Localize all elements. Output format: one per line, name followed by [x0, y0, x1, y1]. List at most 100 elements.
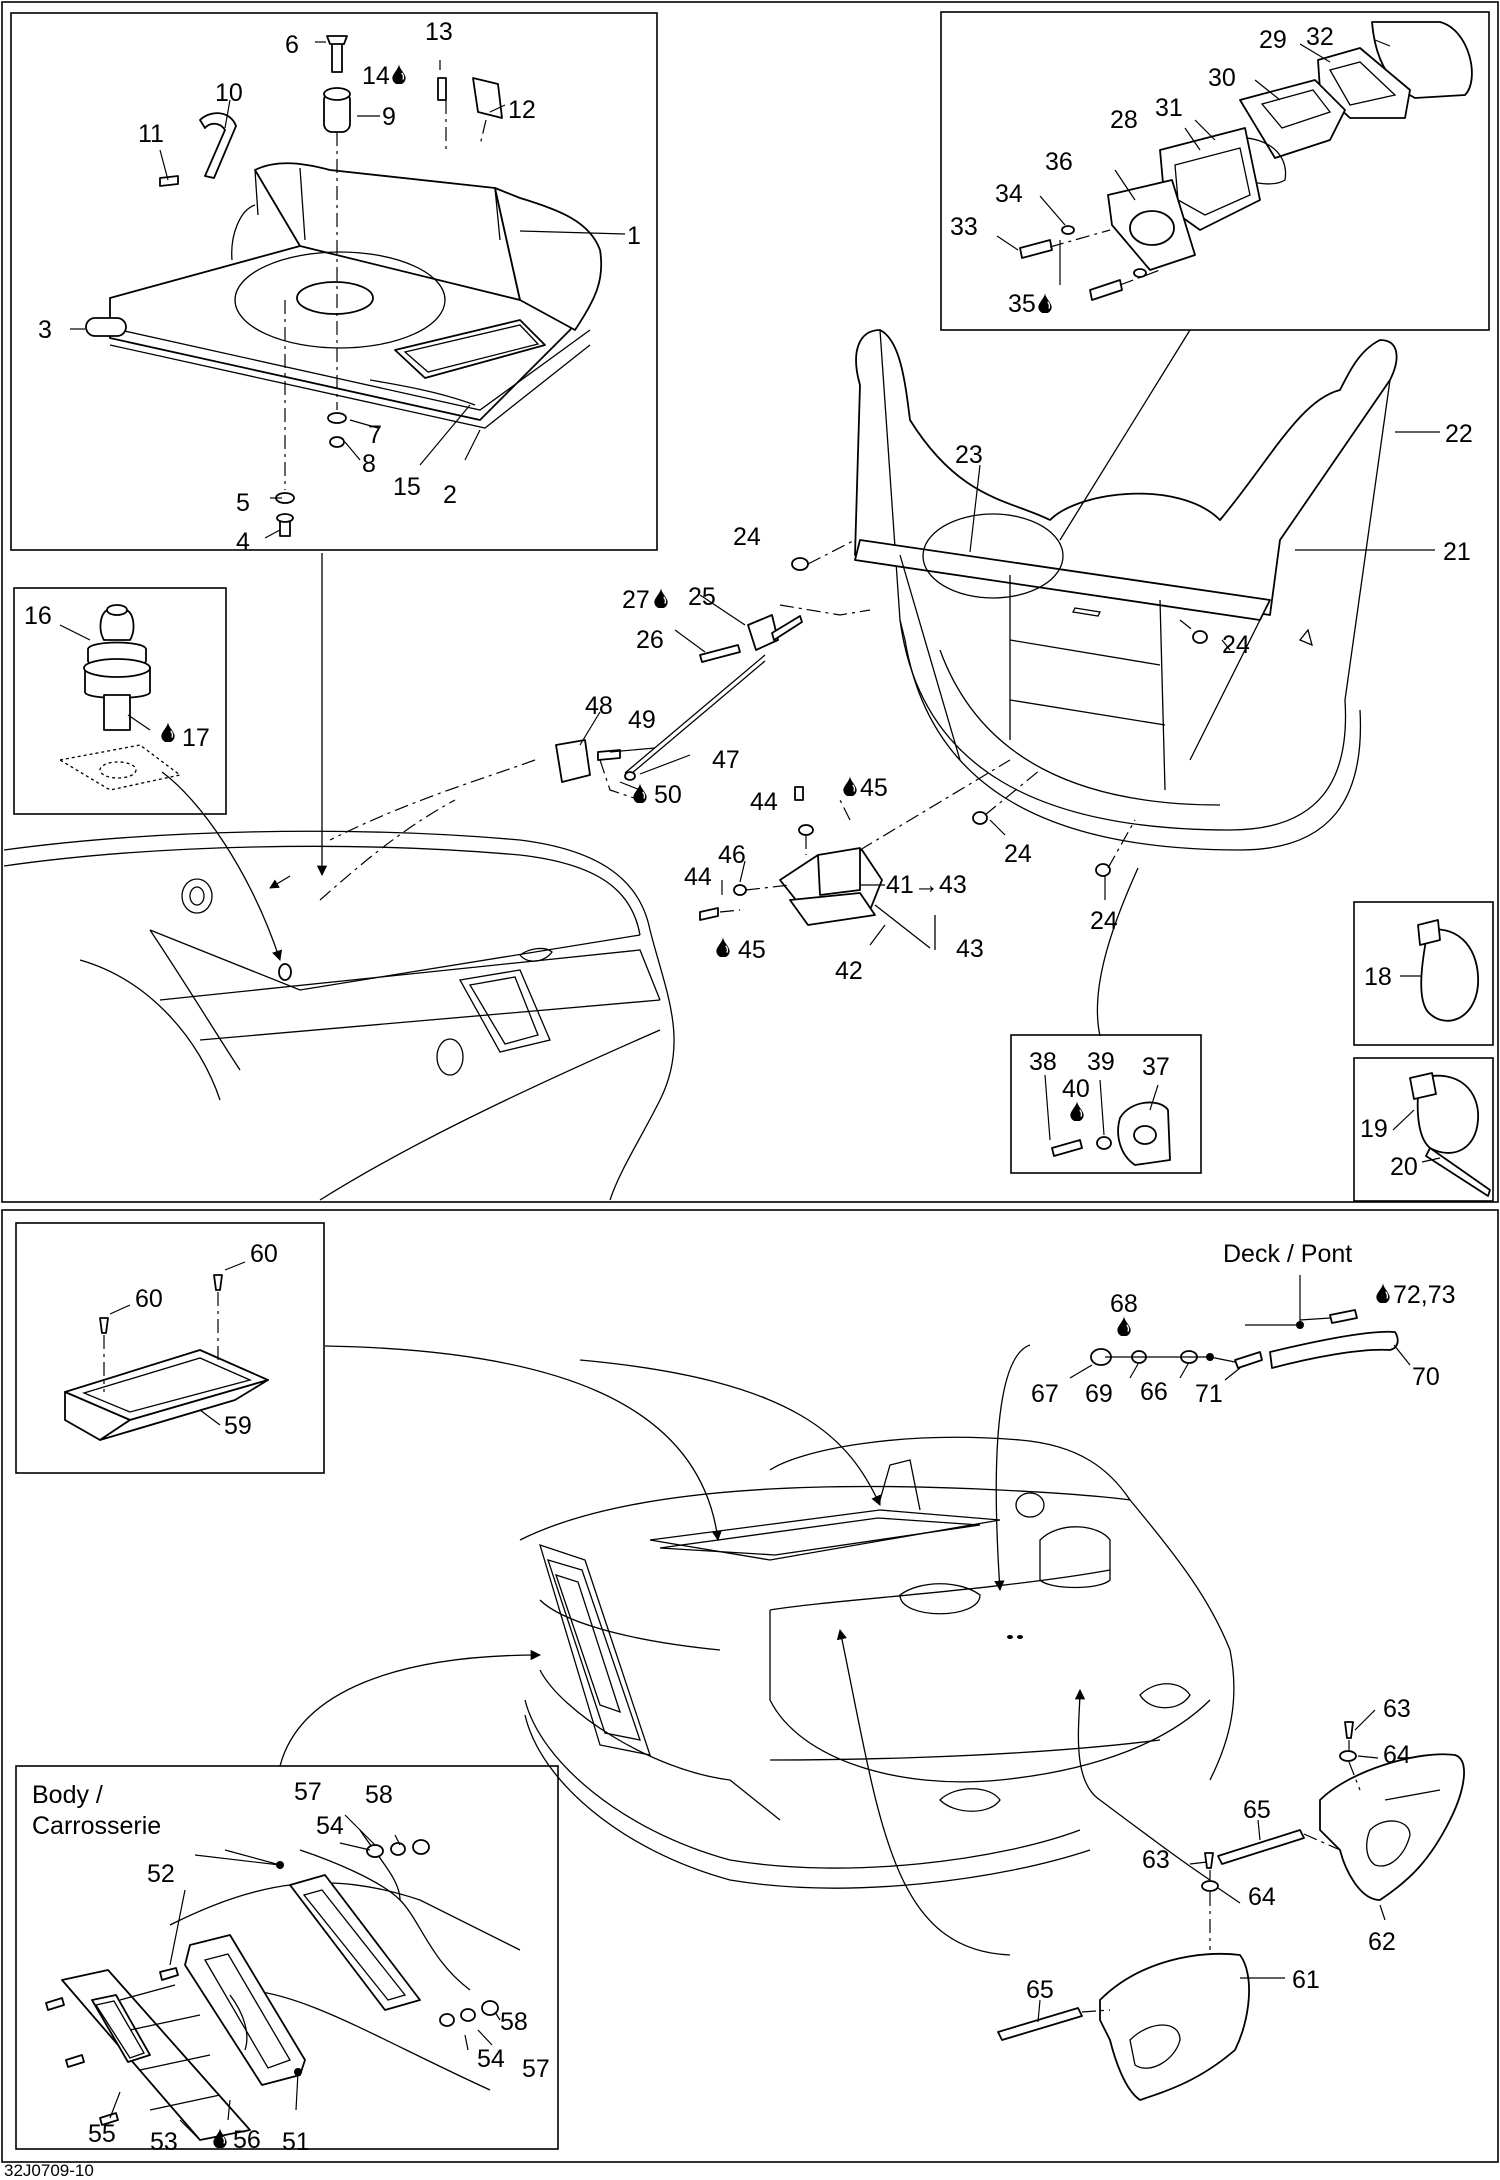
label-16: 16 [24, 602, 52, 630]
label-54b: 54 [477, 2045, 505, 2073]
seat-base-hardware [85, 35, 503, 537]
label-69: 69 [1085, 1380, 1113, 1408]
label-5: 5 [236, 489, 250, 517]
label-72-73: 72,73 [1393, 1281, 1456, 1309]
label-61: 61 [1292, 1966, 1320, 1994]
label-32: 32 [1306, 23, 1334, 51]
label-3: 3 [38, 316, 52, 344]
label-71: 71 [1195, 1380, 1223, 1408]
label-67: 67 [1031, 1380, 1059, 1408]
oil-drop-icon-35 [1038, 293, 1052, 313]
label-59: 59 [224, 1412, 252, 1440]
oil-drop-icon-40 [1070, 1101, 1084, 1121]
storage-bin-leaders [807, 431, 1440, 900]
label-14: 14 [362, 62, 390, 90]
drawing-code: 32J0709-10 [4, 2161, 94, 2180]
deck-label: Deck / Pont [1223, 1240, 1352, 1268]
cable-tie-18 [1400, 919, 1479, 1022]
label-57b: 57 [522, 2055, 550, 2083]
label-13: 13 [425, 18, 453, 46]
frame-cable-tie-18 [1353, 901, 1494, 1046]
frame-seat-base [10, 12, 658, 551]
label-46: 46 [718, 841, 746, 869]
label-47: 47 [712, 746, 740, 774]
label-44b: 44 [684, 863, 712, 891]
frame-handle-assembly [940, 11, 1490, 331]
label-11: 11 [138, 120, 164, 148]
seat-base-tray [109, 162, 603, 429]
label-8: 8 [362, 450, 376, 478]
cable-tie-19 [1392, 1072, 1491, 1197]
label-38: 38 [1029, 1048, 1057, 1076]
oil-drop-icon-17 [161, 722, 175, 742]
label-24b: 24 [1222, 631, 1250, 659]
label-49: 49 [628, 706, 656, 734]
label-30: 30 [1208, 64, 1236, 92]
oil-drop-icon-72-73 [1376, 1283, 1390, 1303]
label-63b: 63 [1142, 1846, 1170, 1874]
frame-bumper-detail [13, 587, 227, 815]
label-64b: 64 [1248, 1883, 1276, 1911]
label-28: 28 [1110, 106, 1138, 134]
oil-drop-icon-45a [843, 776, 857, 796]
label-33: 33 [950, 213, 978, 241]
hinge-leaders [329, 594, 1011, 946]
label-19: 19 [1360, 1115, 1388, 1143]
hinge-numbers: 25 26 27 48 49 50 47 44 45 46 44 45 41 →… [585, 583, 984, 985]
label-58b: 58 [500, 2008, 528, 2036]
label-2: 2 [443, 481, 457, 509]
label-25: 25 [688, 583, 716, 611]
label-62: 62 [1368, 1928, 1396, 1956]
label-6: 6 [285, 31, 299, 59]
label-39: 39 [1087, 1048, 1115, 1076]
handle-assembly-parts [1019, 21, 1473, 301]
label-17: 17 [182, 724, 210, 752]
label-29: 29 [1259, 26, 1287, 54]
oil-drop-icon-27 [654, 588, 668, 608]
frame-body-vent [15, 1765, 559, 2150]
frame-cable-tie-19 [1353, 1057, 1494, 1202]
label-51: 51 [282, 2128, 310, 2156]
storage-bin-hardware [791, 557, 1208, 877]
label-68: 68 [1110, 1290, 1138, 1318]
hinge-and-strut [555, 614, 936, 950]
label-55: 55 [88, 2120, 116, 2148]
hull-rear-leaders [279, 1344, 1211, 1956]
label-44a: 44 [750, 788, 778, 816]
label-36: 36 [1045, 148, 1073, 176]
seat-base-leaders [70, 41, 626, 539]
side-vent-leaders [1037, 1709, 1386, 2023]
body-label: Body / [32, 1781, 103, 1809]
label-4: 4 [236, 528, 250, 556]
label-35: 35 [1008, 290, 1036, 318]
seat-base-numbers: 1 2 3 4 5 6 7 8 9 10 11 12 13 14 15 [38, 18, 641, 556]
label-45a: 45 [860, 774, 888, 802]
label-24c: 24 [1004, 840, 1032, 868]
label-1: 1 [627, 222, 641, 250]
label-34: 34 [995, 180, 1023, 208]
label-70: 70 [1412, 1363, 1440, 1391]
label-22: 22 [1445, 420, 1473, 448]
body-vent-leaders [109, 1814, 501, 2141]
label-41-arrow: →43 [914, 871, 967, 899]
outer-frame-top [1, 1, 1499, 1203]
label-21: 21 [1443, 538, 1471, 566]
body-vent-numbers: Body / Carrosserie 57 58 54 52 58 54 57 … [32, 1778, 550, 2156]
label-58a: 58 [365, 1781, 393, 1809]
frame-glove-box [15, 1222, 325, 1474]
label-65b: 65 [1026, 1976, 1054, 2004]
label-50: 50 [654, 781, 682, 809]
label-60a: 60 [250, 1240, 278, 1268]
label-66: 66 [1140, 1378, 1168, 1406]
label-12: 12 [508, 96, 536, 124]
side-vent-parts [997, 1721, 1465, 2101]
label-65a: 65 [1243, 1796, 1271, 1824]
label-24d: 24 [1090, 907, 1118, 935]
handle-assembly-numbers: 28 29 30 31 32 33 34 35 36 [950, 23, 1334, 318]
label-10: 10 [215, 79, 243, 107]
oil-drop-icon-14 [392, 64, 406, 84]
deck-handle-numbers: Deck / Pont 72,73 68 67 69 66 71 70 [1031, 1240, 1456, 1408]
side-vent-numbers: 63 64 65 63 64 65 61 62 [1026, 1695, 1411, 2004]
label-53: 53 [150, 2128, 178, 2156]
